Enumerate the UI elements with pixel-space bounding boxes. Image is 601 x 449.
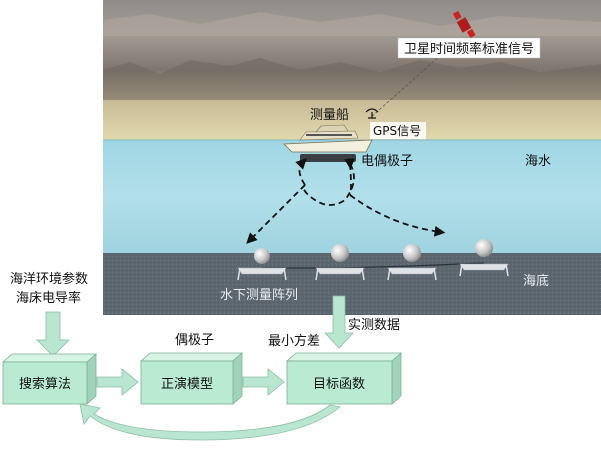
feedback-arrow — [79, 403, 341, 441]
objective-function-text: 目标函数 — [313, 377, 365, 392]
receiver-cable — [262, 262, 485, 269]
seabed-layer — [103, 253, 601, 315]
receiver-node — [387, 244, 437, 281]
survey-ship-label: 测量船 — [310, 108, 349, 123]
receiver-node — [315, 244, 365, 281]
arrow-search-to-forward — [96, 368, 139, 396]
dipole-source — [300, 154, 356, 162]
field-loop — [302, 163, 355, 206]
seabed-label: 海底 — [523, 273, 549, 289]
arrow-params-to-search — [36, 311, 70, 357]
satellite-icon — [452, 10, 476, 38]
cloud-band — [103, 58, 601, 100]
receiver-node — [237, 248, 287, 281]
underwater-array-label: 水下测量阵列 — [220, 288, 298, 303]
receiver-node — [459, 239, 509, 277]
least-squares-label: 最小方差 — [268, 333, 320, 349]
field-arrow-left-up — [295, 158, 307, 186]
gps-signal-label: GPS信号 — [373, 124, 421, 138]
gps-label-box — [370, 122, 426, 139]
search-algorithm-box: 搜索算法 — [1, 353, 98, 405]
ocean-params-line1: 海洋环境参数 — [10, 271, 88, 287]
forward-model-text: 正演模型 — [161, 376, 213, 392]
forward-model-box: 正演模型 — [139, 352, 244, 405]
field-arrow-left-down — [246, 184, 306, 244]
field-arrow-right-up — [344, 158, 355, 196]
satellite-signal-label: 卫星时间频率标准信号 — [404, 41, 534, 57]
objective-function-box: 目标函数 — [285, 352, 403, 405]
dipole-model-label: 偶极子 — [175, 333, 214, 348]
seawater-label: 海水 — [525, 154, 551, 169]
survey-ship — [283, 124, 373, 153]
arrow-data-to-objective — [324, 295, 354, 349]
arrow-forward-to-objective — [242, 368, 285, 396]
search-algorithm-text: 搜索算法 — [19, 377, 71, 392]
ocean-params-line2: 海床电导率 — [16, 290, 81, 306]
upper-cloud — [103, 12, 601, 36]
satellite-label-box — [397, 37, 541, 59]
gps-antenna-icon — [365, 108, 379, 119]
dipole-source-label: 电偶极子 — [361, 154, 413, 169]
measured-data-label: 实测数据 — [348, 318, 400, 333]
